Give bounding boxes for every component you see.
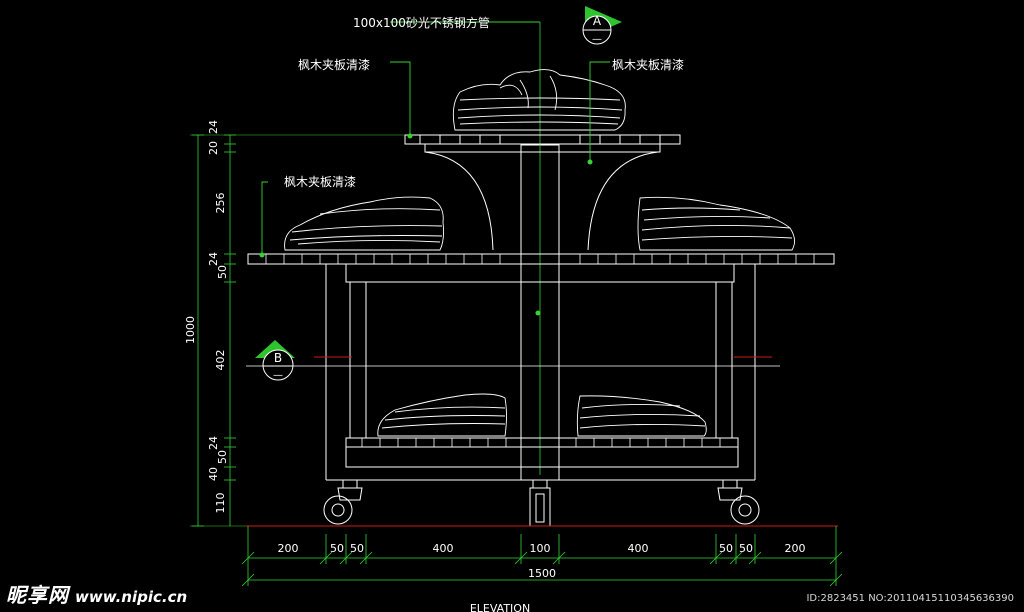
marker-a-sub: — <box>592 34 602 45</box>
top-left-material-note: 枫木夹板清漆 <box>298 57 370 72</box>
dim-v-24-low: 24 <box>207 436 220 450</box>
marker-b-sub: — <box>273 370 283 381</box>
dim-h-200-right: 200 <box>785 542 806 555</box>
bottom-dimension-texts: 200 50 50 400 100 400 50 50 200 1500 <box>278 542 806 580</box>
caster-center <box>529 479 551 527</box>
dim-h-50-d: 50 <box>739 542 753 555</box>
dim-v-24-top: 24 <box>207 120 220 134</box>
watermark-url: www.nipic.cn <box>75 588 188 606</box>
marker-a-letter: A <box>593 14 602 28</box>
left-dimension-texts: 24 20 256 24 50 402 24 50 40 110 1000 <box>184 120 229 514</box>
clothes-pile-top <box>452 69 626 131</box>
drawing-title: ELEVATION <box>470 602 530 612</box>
dim-v-24-mid: 24 <box>207 252 220 266</box>
dim-v-40: 40 <box>207 467 220 481</box>
clothes-pile-bottom-left <box>377 393 507 437</box>
bottom-tier-shelf <box>345 437 739 468</box>
dim-h-400-left: 400 <box>433 542 454 555</box>
caster-right <box>717 479 760 525</box>
marker-b-letter: B <box>274 351 282 365</box>
dim-h-50-c: 50 <box>719 542 733 555</box>
section-marker-a: A — <box>582 6 622 45</box>
dim-v-256: 256 <box>214 193 227 214</box>
clothes-pile-bottom-right <box>576 395 707 437</box>
dim-v-50-mid: 50 <box>216 265 229 279</box>
caster-left <box>323 479 363 525</box>
left-dimension-lines <box>190 134 405 527</box>
dim-h-100: 100 <box>530 542 551 555</box>
section-cut-lines <box>246 356 780 367</box>
middle-material-note: 枫木夹板清漆 <box>284 174 356 189</box>
dim-h-200-left: 200 <box>278 542 299 555</box>
dim-v-20: 20 <box>207 141 220 155</box>
top-tier-supports <box>424 151 659 251</box>
clothes-pile-mid-left <box>284 196 445 251</box>
dim-v-110: 110 <box>214 493 227 514</box>
watermark: 昵享网 www.nipic.cn <box>6 579 187 608</box>
dim-h-50-b: 50 <box>350 542 364 555</box>
dim-v-50-low: 50 <box>216 450 229 464</box>
middle-tier-shelf <box>247 253 835 283</box>
dim-h-400-right: 400 <box>628 542 649 555</box>
bottom-dimension-lines <box>241 526 843 587</box>
dim-h-50-a: 50 <box>330 542 344 555</box>
image-id-stamp: ID:2823451 NO:20110415110345636390 <box>806 593 1014 604</box>
dim-h-1500: 1500 <box>528 567 556 580</box>
top-tier-shelf <box>404 134 681 153</box>
section-marker-b: B — <box>255 340 295 381</box>
leader-dots <box>259 133 593 316</box>
top-right-material-note: 枫木夹板清漆 <box>612 57 684 72</box>
dim-v-402: 402 <box>214 350 227 371</box>
leaders <box>261 21 610 255</box>
frame-legs <box>325 264 756 481</box>
clothes-pile-mid-right <box>637 196 795 251</box>
pipe-material-note: 100x100砂光不锈钢方管 <box>353 15 490 30</box>
dim-v-1000: 1000 <box>184 316 197 344</box>
watermark-brand: 昵享网 <box>6 583 69 607</box>
center-post <box>520 22 560 481</box>
